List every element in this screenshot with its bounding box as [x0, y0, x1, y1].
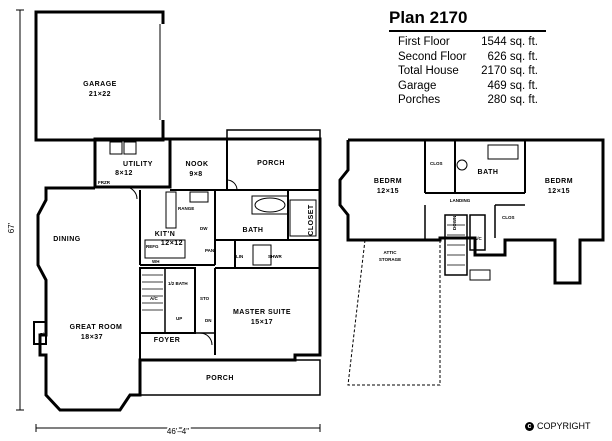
down-label: DOWN [452, 216, 457, 230]
stat-label: Total House [398, 65, 459, 78]
bedroom-right-label: BEDRM [545, 178, 573, 185]
garage-label: GARAGE [83, 81, 117, 88]
bedroom-left-label: BEDRM [374, 178, 402, 185]
dining-label: DINING [53, 236, 81, 243]
closet-label: CLOSET [308, 204, 315, 236]
utility-walls [93, 137, 172, 189]
attic-outline [347, 239, 441, 386]
front-porch-walls [139, 359, 321, 396]
stat-label: Garage [398, 79, 437, 92]
stat-value: 469 sq. ft. [487, 79, 538, 92]
bath-label: BATH [243, 227, 264, 234]
stat-label: Second Floor [398, 50, 467, 63]
second-floor-labels: BEDRM 12×15 BEDRM 12×15 BATH LANDING ATT… [374, 161, 573, 262]
attic-label: ATTIC [384, 250, 398, 255]
sto-label: STO [200, 296, 210, 301]
stat-label: Porches [398, 94, 441, 107]
stat-value: 626 sq. ft. [487, 50, 538, 63]
garage-walls [34, 10, 165, 142]
stat-value: 1544 sq. ft. [481, 36, 538, 48]
stat-label: First Floor [398, 36, 450, 48]
stat-row: Total House 2170 sq. ft. [398, 64, 538, 79]
range-label: RANGE [178, 206, 194, 211]
great-room-size: 18×37 [81, 334, 103, 341]
utility-size: 8×12 [115, 170, 133, 177]
refg-label: REFG [146, 244, 159, 249]
closet-left-label: CLOS [430, 161, 443, 166]
second-floor-outline [338, 138, 605, 285]
wh-label: WH [152, 259, 160, 264]
bedroom-left-size: 12×15 [377, 188, 399, 195]
frzr-label: FRZR [98, 180, 111, 185]
shwr-label: SHWR [268, 254, 282, 259]
garage-size: 21×22 [89, 91, 111, 98]
dn-label: DN [205, 318, 212, 323]
second-bath-label: BATH [478, 169, 499, 176]
main-house-outline [36, 137, 322, 412]
lin-label: LIN [236, 254, 243, 259]
plan-title: Plan 2170 [389, 8, 468, 27]
nook-size: 9×8 [189, 171, 202, 178]
kitchen-size: 12×12 [161, 240, 183, 247]
master-suite-label: MASTER SUITE [233, 309, 291, 316]
stat-row: Porches 280 sq. ft. [398, 93, 538, 108]
master-suite-size: 15×17 [251, 319, 273, 326]
bedroom-right-size: 12×15 [548, 188, 570, 195]
ac-label-second: A/C [474, 236, 483, 241]
copyright-notice: c COPYRIGHT [525, 421, 591, 431]
area-stats-table: First Floor 1544 sq. ft. Second Floor 626 … [398, 35, 538, 108]
stat-value: 2170 sq. ft. [481, 65, 538, 78]
kitchen-label: KIT'N [155, 231, 176, 238]
foyer-label: FOYER [154, 337, 181, 344]
ac-label-first: A/C [150, 296, 159, 301]
great-room-label: GREAT ROOM [70, 324, 123, 331]
stat-row: First Floor 1544 sq. ft. [398, 35, 538, 50]
up-label: UP [176, 316, 182, 321]
pan-label: PAN [205, 248, 214, 253]
stat-row: Second Floor 626 sq. ft. [398, 50, 538, 65]
title-underline [389, 30, 546, 32]
landing-label: LANDING [450, 198, 471, 203]
fireplace-label: F/P [40, 332, 47, 337]
stat-value: 280 sq. ft. [487, 94, 538, 107]
first-floor-labels: GARAGE 21×22 UTILITY 8×12 NOOK 9×8 PORCH… [40, 81, 315, 382]
half-bath-label: 1/2 BATH [168, 281, 188, 286]
width-dimension: 46'–4" [167, 427, 189, 436]
stat-row: Garage 469 sq. ft. [398, 79, 538, 94]
rear-porch-label: PORCH [257, 160, 285, 167]
copyright-text: COPYRIGHT [537, 421, 591, 431]
depth-dimension: 67' [7, 222, 16, 233]
copyright-icon: c [525, 421, 534, 431]
dw-label: DW [200, 226, 208, 231]
utility-label: UTILITY [123, 161, 153, 168]
front-porch-label: PORCH [206, 375, 234, 382]
nook-label: NOOK [186, 161, 209, 168]
attic-storage-label: STORAGE [379, 257, 401, 262]
closet-right-label: CLOS [502, 215, 515, 220]
